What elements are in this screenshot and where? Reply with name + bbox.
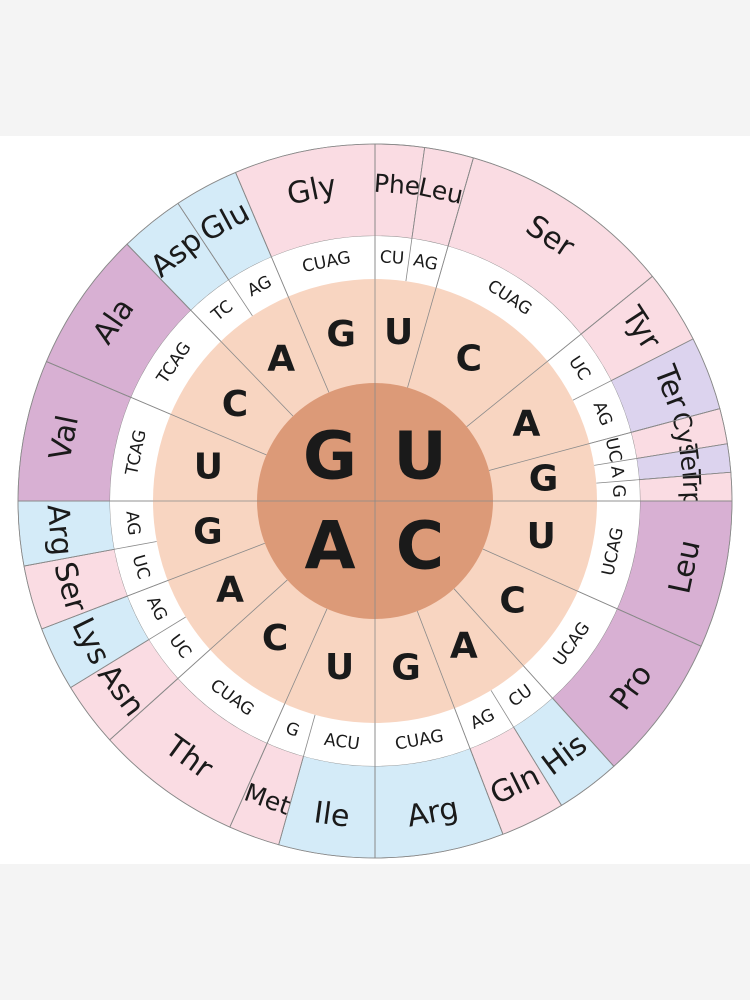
second-base-letter: G: [529, 458, 559, 499]
second-base-divider: [482, 548, 702, 647]
second-base-letter: C: [262, 618, 288, 659]
second-base-letter: C: [499, 580, 525, 621]
second-base-letter: U: [194, 447, 223, 488]
amino-acid-label: Phe: [373, 169, 421, 201]
second-base-divider: [41, 542, 265, 630]
codon-divider: [70, 616, 186, 688]
third-base-label: A: [606, 465, 627, 479]
codon-wheel: PheLeuSerTyrTerCysTerTrpLeuProHisGlnArgI…: [17, 143, 733, 859]
second-base-letter: G: [326, 314, 356, 355]
first-base-letter: G: [303, 418, 357, 495]
third-base-label: G: [608, 484, 629, 498]
second-base-divider: [109, 579, 288, 741]
codon-divider: [596, 471, 731, 484]
codon-divider: [490, 690, 562, 806]
second-base-letter: U: [384, 312, 413, 353]
third-base-label: UC: [601, 436, 626, 464]
second-base-divider: [453, 588, 615, 767]
second-base-divider: [407, 157, 474, 388]
second-base-divider: [126, 243, 294, 417]
codon-divider: [594, 443, 728, 466]
codon-divider: [177, 203, 253, 317]
second-base-divider: [235, 172, 330, 393]
codon-divider: [405, 147, 426, 282]
second-base-letter: A: [513, 403, 541, 444]
amino-acid-label: Arg: [40, 503, 80, 557]
second-base-letter: A: [450, 625, 478, 666]
first-base-letter: C: [396, 508, 444, 585]
third-base-label: AG: [412, 250, 440, 275]
second-base-letter: C: [456, 339, 482, 380]
codon-divider: [572, 338, 694, 401]
second-base-divider: [416, 611, 504, 835]
second-base-letter: G: [193, 511, 223, 552]
first-base-letter: U: [393, 418, 447, 495]
amino-acid-ring: PheLeuSerTyrTerCysTerTrpLeuProHisGlnArgI…: [17, 143, 733, 859]
second-base-letter: G: [391, 648, 421, 689]
amino-acid-label: Ile: [312, 795, 352, 835]
third-base-label: AG: [121, 510, 143, 536]
third-base-label: ACU: [323, 730, 361, 755]
first-base-letter: A: [304, 508, 355, 585]
second-base-divider: [46, 361, 267, 456]
second-base-divider: [488, 408, 720, 471]
second-base-divider: [466, 276, 653, 428]
second-base-divider: [229, 608, 328, 828]
second-base-letter: U: [325, 647, 354, 688]
second-base-letter: C: [222, 384, 248, 425]
second-base-letter: U: [527, 516, 556, 557]
codon-divider: [23, 541, 157, 567]
third-base-label: CU: [379, 247, 405, 269]
second-base-letter: A: [216, 569, 244, 610]
third-base-label: G: [283, 718, 302, 741]
second-base-letter: A: [267, 339, 295, 380]
codon-divider: [278, 714, 316, 845]
